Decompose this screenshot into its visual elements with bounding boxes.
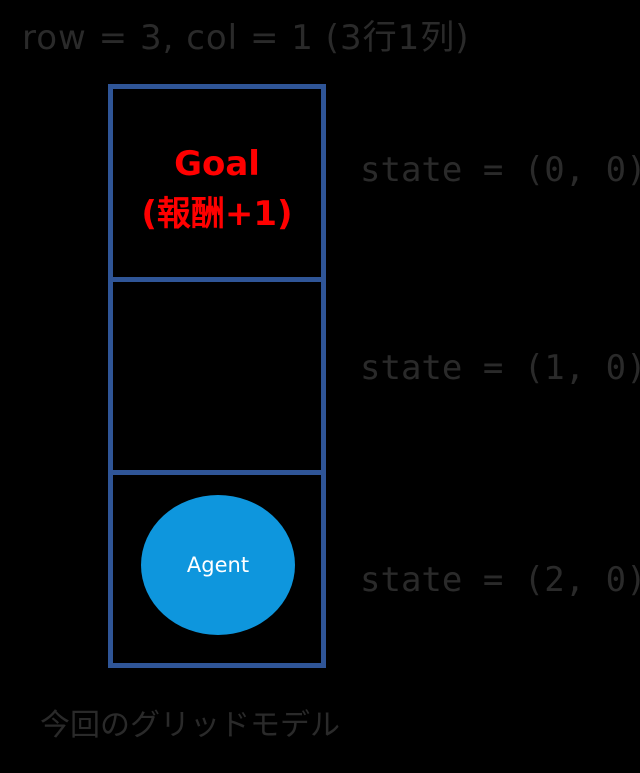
grid-cell-agent: Agent — [113, 475, 321, 663]
goal-text: Goal — [174, 144, 260, 184]
state-label-2: state = (2, 0) — [360, 560, 640, 600]
grid-world: Goal (報酬+1) Agent — [108, 84, 326, 668]
grid-cell-goal: Goal (報酬+1) — [113, 89, 321, 282]
state-label-0: state = (0, 0) — [360, 150, 640, 190]
diagram-caption: 今回のグリッドモデル — [40, 708, 340, 743]
goal-label: Goal (報酬+1) — [113, 139, 321, 239]
diagram-title: row = 3, col = 1 (3行1列) — [22, 18, 470, 58]
state-label-1: state = (1, 0) — [360, 348, 640, 388]
goal-reward-text: (報酬+1) — [141, 194, 293, 234]
agent-circle: Agent — [141, 495, 295, 635]
grid-cell-empty — [113, 282, 321, 475]
agent-label: Agent — [186, 553, 250, 577]
